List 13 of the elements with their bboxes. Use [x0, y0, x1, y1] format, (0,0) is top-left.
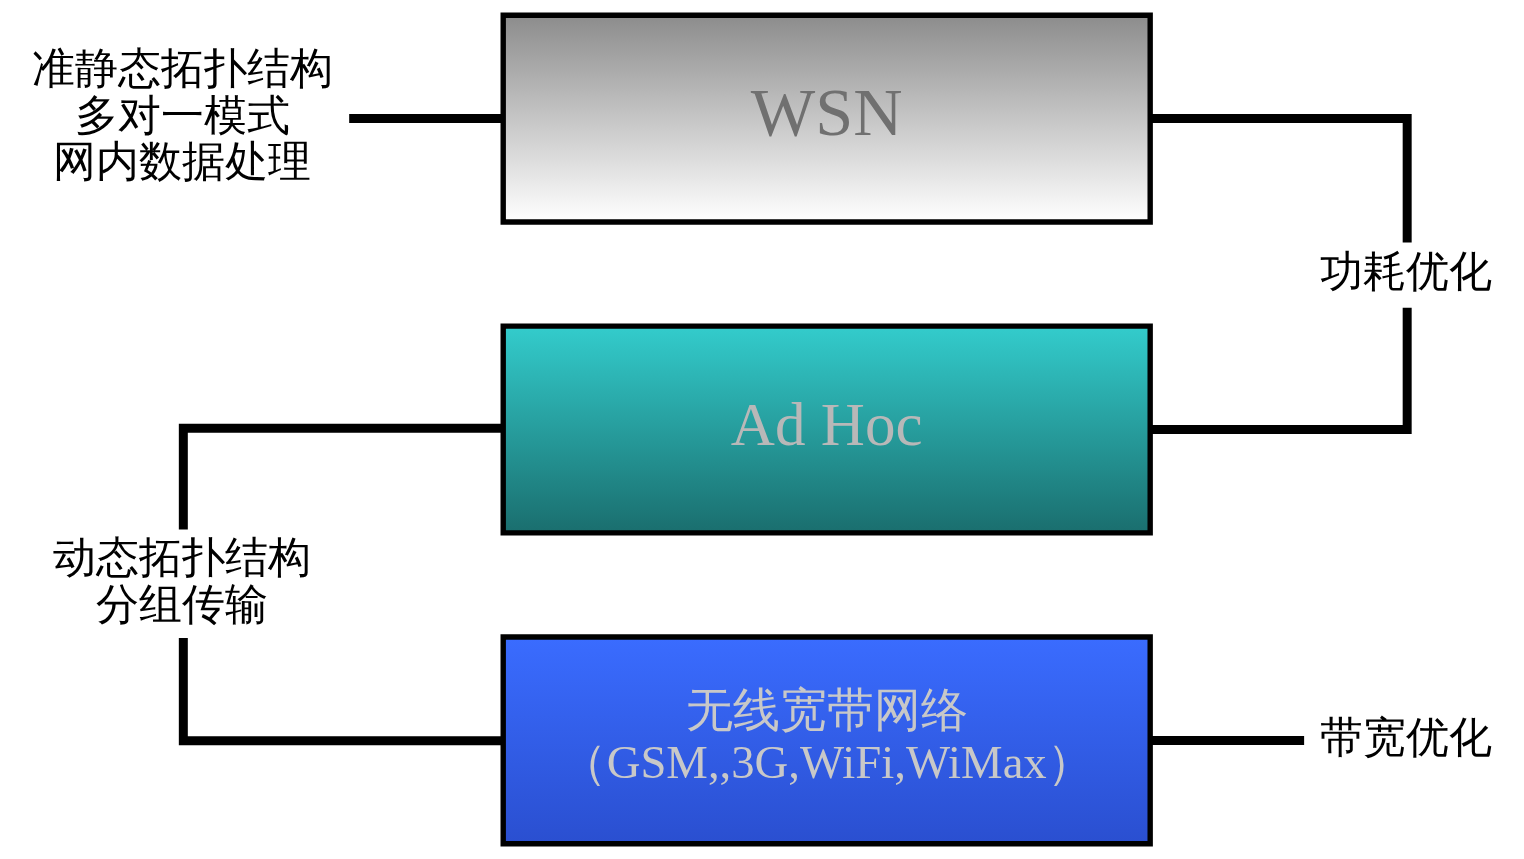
connector [178, 638, 504, 746]
node-text: 动态拓扑结构 分组传输 [53, 531, 312, 629]
node-text: 功耗优化 [1320, 246, 1493, 297]
node-box: 无线宽带网络 （GSM,,3G,WiFi,WiMax） [500, 634, 1153, 847]
connector [1150, 114, 1412, 243]
connector [1150, 307, 1412, 434]
node-text: 带宽优化 [1320, 711, 1493, 762]
connector [178, 423, 504, 530]
node-text: 准静态拓扑结构 多对一模式 网内数据处理 [31, 43, 333, 187]
connector [1150, 735, 1305, 745]
node-box: Ad Hoc [500, 323, 1153, 536]
connector [349, 114, 504, 124]
node-box: WSN [500, 12, 1153, 225]
